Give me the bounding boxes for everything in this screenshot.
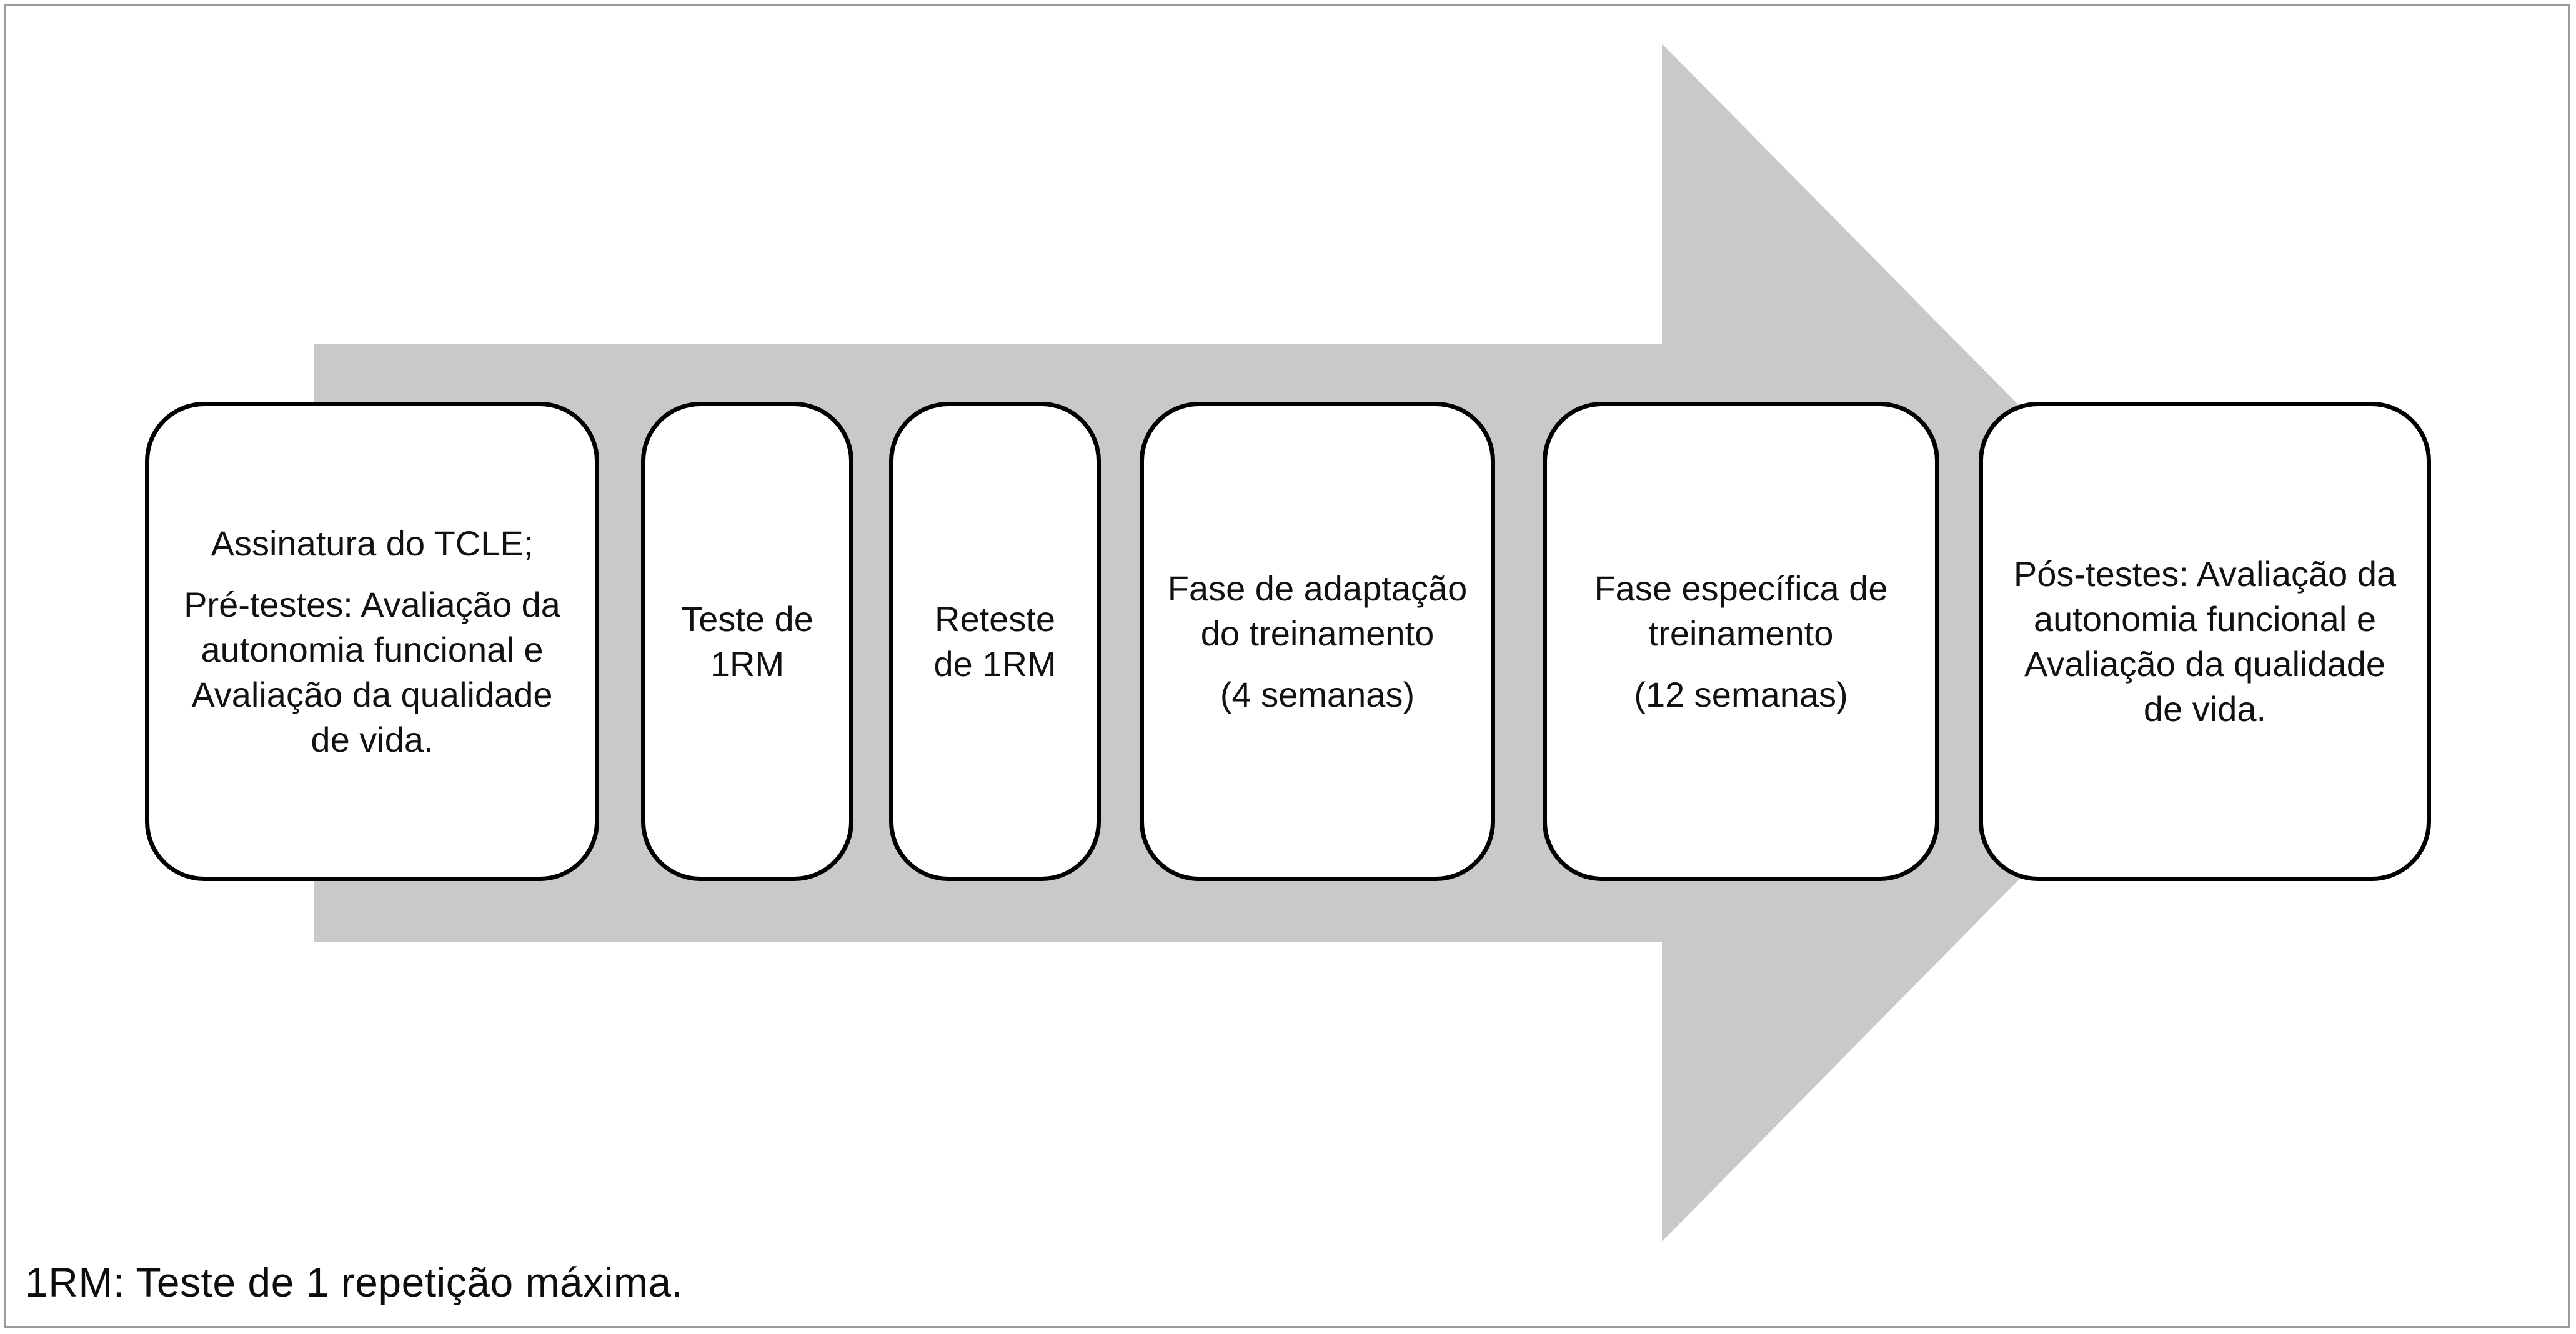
step-text: Pré-testes: Avaliação da autonomia funci… [184,584,560,759]
step-text: Reteste de 1RM [933,599,1057,684]
step-box-1rm-retest: Reteste de 1RM [889,402,1101,881]
step-box-specific-phase: Fase específica de treinamento (12 seman… [1543,402,1939,881]
step-text: Teste de 1RM [681,599,813,684]
step-box-post-tests: Pós-testes: Avaliação da autonomia funci… [1979,402,2431,881]
step-text: (12 semanas) [1634,674,1848,714]
step-box-adaptation-phase: Fase de adaptação do treinamento (4 sema… [1140,402,1495,881]
step-text: (4 semanas) [1220,674,1415,714]
step-box-pre-tests: Assinatura do TCLE; Pré-testes: Avaliaçã… [145,402,599,881]
footnote-1rm-definition: 1RM: Teste de 1 repetição máxima. [25,1259,684,1305]
step-text: Assinatura do TCLE; [211,523,534,563]
step-text: Fase de adaptação do treinamento [1167,568,1468,653]
step-text: Fase específica de treinamento [1594,568,1888,653]
step-text: Pós-testes: Avaliação da autonomia funci… [2013,554,2397,729]
step-box-1rm-test: Teste de 1RM [641,402,853,881]
